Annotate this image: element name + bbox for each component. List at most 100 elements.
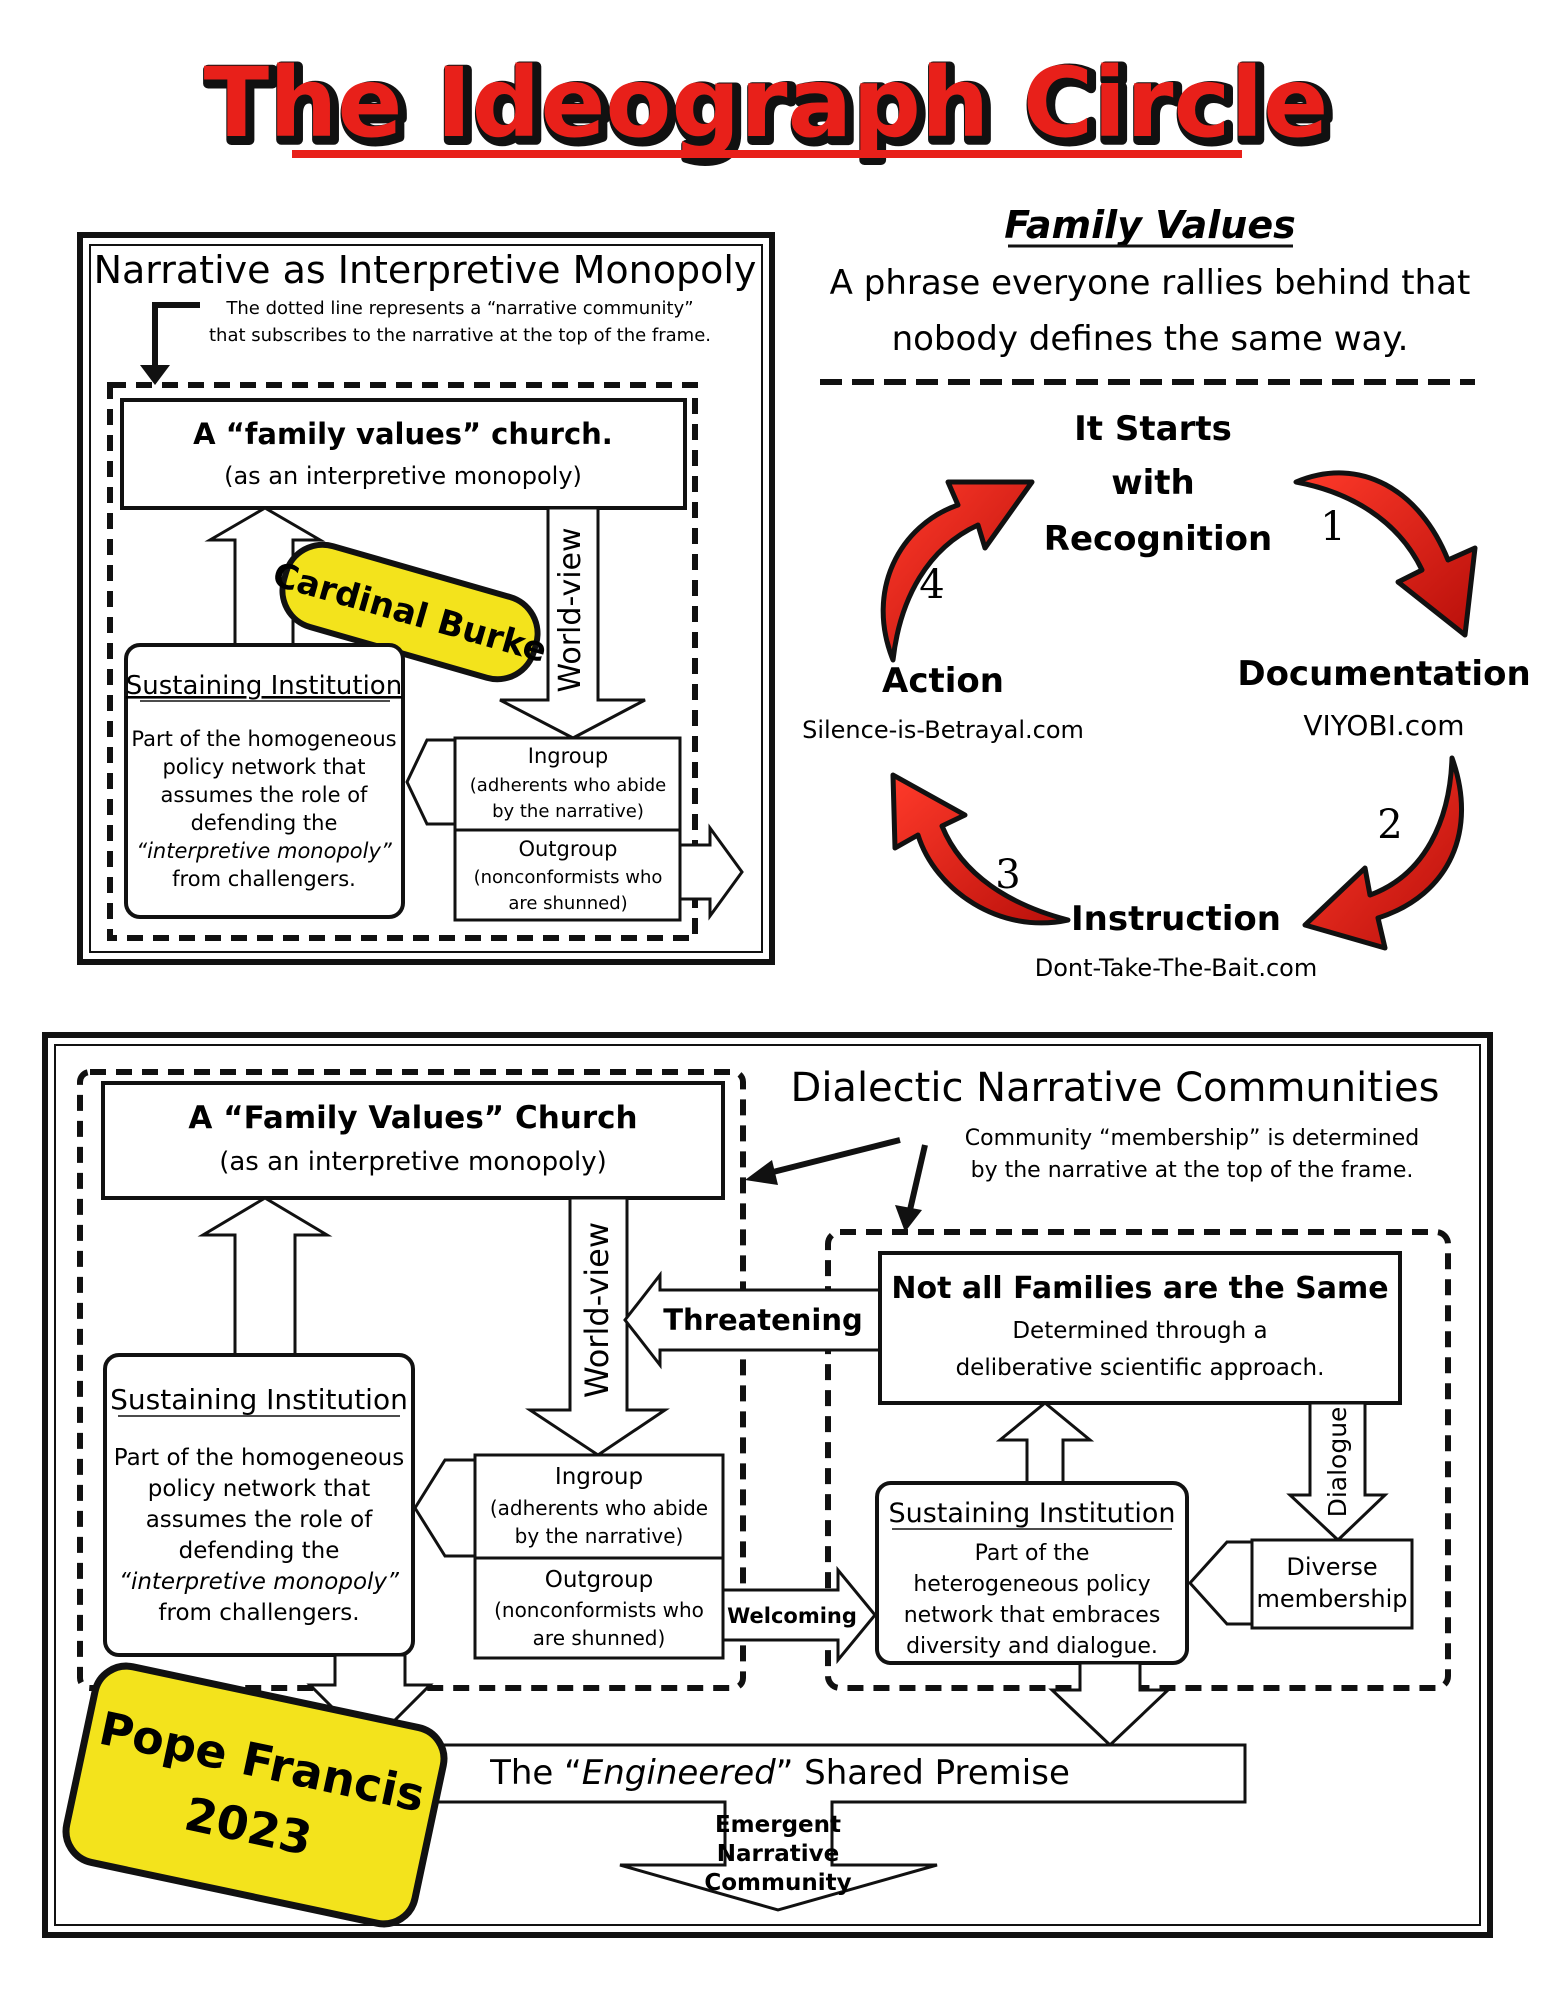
bottom-diagram-note-2: by the narrative at the top of the frame… [971,1158,1414,1183]
right-premise-down-arrow [1048,1661,1172,1748]
top-sustaining-line: policy network that [162,755,365,779]
ideograph-cycle: Family Values A phrase everyone rallies … [802,203,1531,982]
top-sustaining-line: from challengers. [172,867,356,891]
bottom-outgroup-line: are shunned) [533,1626,666,1650]
bottom-ingroup-title: Ingroup [555,1464,643,1490]
top-outgroup-line: (nonconformists who [474,867,663,888]
cycle-arrow-1 [1293,470,1478,638]
shared-premise-post: ” Shared Premise [776,1753,1070,1793]
top-diagram-note-2: that subscribes to the narrative at the … [209,325,711,346]
cycle-desc-2: nobody defines the same way. [892,319,1409,359]
top-church-box [120,398,687,510]
welcoming-label: Welcoming [727,1604,857,1628]
shared-premise-emphasis: Engineered [582,1753,776,1793]
bottom-ingroup-box [473,1453,725,1560]
top-diagram-note-1: The dotted line represents a “narrative … [225,298,693,319]
diverse-membership-box [1250,1538,1414,1630]
top-outgroup-box [453,828,682,922]
welcoming-arrow [721,1565,877,1665]
note-pointer-arrow [152,302,200,370]
cycle-arrow-3 [890,772,1071,926]
top-church-title: A “family values” church. [193,417,613,451]
note-arrow-down-line [907,1144,928,1211]
bottom-diagram-frame-outer [42,1032,1493,1938]
heterogeneous-sustaining-line: network that embraces [904,1603,1161,1628]
emergent-line: Emergent [715,1812,841,1838]
bottom-sustaining-line: policy network that [148,1476,370,1502]
bottom-church-box [101,1081,725,1200]
top-sustaining-line: defending the [191,811,338,835]
main-title: The Ideograph Circle [204,47,1329,159]
bottom-outgroup-title: Outgroup [545,1567,654,1593]
cycle-start-line: Recognition [1044,519,1272,559]
heterogeneous-sustaining-line: Part of the [975,1541,1090,1566]
bottom-diagram-title: Dialectic Narrative Communities [791,1065,1440,1111]
top-ingroup-line: (adherents who abide [470,775,666,796]
top-sustaining-title: Sustaining Institution [126,671,402,701]
bottom-church-title: A “Family Values” Church [188,1100,637,1136]
bottom-sustaining-up-arrow [197,1196,333,1357]
bottom-sustaining-box [103,1353,415,1657]
top-sustaining-line: “interpretive monopoly” [136,839,393,863]
cycle-start-line: with [1111,463,1195,503]
bottom-sustaining-line: from challengers. [158,1600,359,1626]
cycle-desc-1: A phrase everyone rallies behind that [830,263,1471,303]
shared-premise-pre: The “ [489,1753,582,1793]
main-title-group: The Ideograph Circle The Ideograph Circl… [203,46,1338,168]
top-worldview-label: World-view [553,527,588,692]
top-diagram: Narrative as Interpretive Monopoly The d… [77,232,775,965]
cycle-arrow-4 [880,479,1035,663]
top-ingroup-line: by the narrative) [492,801,644,822]
cycle-number-2: 2 [1377,802,1402,848]
bottom-sustaining-line: assumes the role of [146,1507,373,1533]
cycle-documentation: Documentation [1237,654,1530,694]
left-premise-down-arrow [306,1653,434,1748]
note-arrow-left-line [764,1137,901,1177]
cycle-action-site: Silence-is-Betrayal.com [802,716,1084,744]
families-line: Determined through a [1012,1318,1267,1344]
bottom-ingroup-line: (adherents who abide [490,1496,708,1520]
top-ingroup-title: Ingroup [528,744,609,768]
bottom-diagram-frame-inner [54,1044,1481,1926]
cycle-instruction-site: Dont-Take-The-Bait.com [1035,954,1317,982]
heterogeneous-sustaining-box [875,1481,1189,1665]
emergent-line: Community [704,1870,851,1896]
bottom-diagram: Dialectic Narrative Communities Communit… [42,1032,1493,1938]
note-pointer-arrowhead [140,365,170,385]
diverse-left-arrow [1187,1540,1254,1626]
bottom-ingroup-line: by the narrative) [515,1524,684,1548]
bottom-sustaining-line: defending the [179,1538,340,1564]
pope-francis-badge: Pope Francis 2023 [62,1662,448,1928]
families-line: deliberative scientific approach. [956,1355,1325,1381]
diverse-membership-line: Diverse [1286,1553,1377,1581]
main-title-shadow: The Ideograph Circle [208,51,1333,163]
cycle-instruction: Instruction [1071,899,1281,939]
families-title: Not all Families are the Same [891,1271,1388,1306]
top-church-subtitle: (as an interpretive monopoly) [224,462,582,490]
bottom-outgroup-line: (nonconformists who [494,1598,704,1622]
bottom-outgroup-box [473,1556,725,1660]
cycle-number-1: 1 [1320,504,1345,550]
cycle-documentation-site: VIYOBI.com [1303,709,1464,742]
cycle-number-3: 3 [995,852,1020,898]
bottom-church-subtitle: (as an interpretive monopoly) [219,1147,607,1177]
families-up-arrow [995,1401,1095,1485]
diverse-membership-line: membership [1256,1585,1407,1613]
top-sustaining-line: assumes the role of [161,783,368,807]
bottom-sustaining-line: “interpretive monopoly” [119,1569,400,1595]
bottom-diagram-note-1: Community “membership” is determined [965,1126,1419,1151]
top-outgroup-right-arrow [678,823,744,921]
bottom-ingroup-left-arrow [413,1458,477,1558]
families-box [878,1251,1402,1405]
bottom-worldview-label: World-view [578,1222,616,1398]
top-ingroup-left-arrow [405,738,457,826]
threatening-arrow [623,1270,882,1370]
top-ingroup-box [453,736,682,832]
top-diagram-title: Narrative as Interpretive Monopoly [94,248,757,292]
top-narrative-community-dotted [107,382,698,941]
cycle-arrow-2 [1302,755,1464,951]
heterogeneous-sustaining-title: Sustaining Institution [888,1498,1175,1529]
top-worldview-down-arrow [499,506,646,740]
top-outgroup-title: Outgroup [518,837,617,861]
shared-premise-label: The “Engineered” Shared Premise [489,1753,1070,1793]
